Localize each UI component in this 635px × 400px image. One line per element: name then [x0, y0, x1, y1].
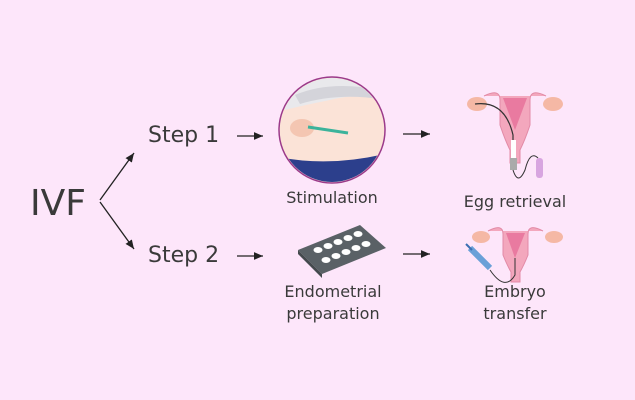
stimulation-label: Stimulation	[286, 188, 378, 207]
step-2-label: Step 2	[148, 243, 220, 268]
egg-retrieval-label: Egg retrieval	[463, 192, 567, 211]
step-1-label: Step 1	[148, 123, 220, 148]
embryo-line1: Embryo	[484, 282, 546, 301]
egg-retrieval-illustration	[467, 92, 563, 179]
stimulation-illustration	[278, 76, 386, 184]
ivf-label: IVF	[30, 183, 86, 224]
branch-arrows	[99, 130, 430, 260]
endometrial-line2: preparation	[286, 304, 380, 323]
pill-blister-illustration	[298, 225, 386, 278]
embryo-transfer-label: Embryo transfer	[483, 281, 546, 325]
endometrial-line1: Endometrial	[284, 282, 382, 301]
endometrial-preparation-label: Endometrial preparation	[284, 281, 381, 325]
embryo-transfer-illustration	[465, 227, 563, 283]
embryo-line2: transfer	[483, 304, 547, 323]
